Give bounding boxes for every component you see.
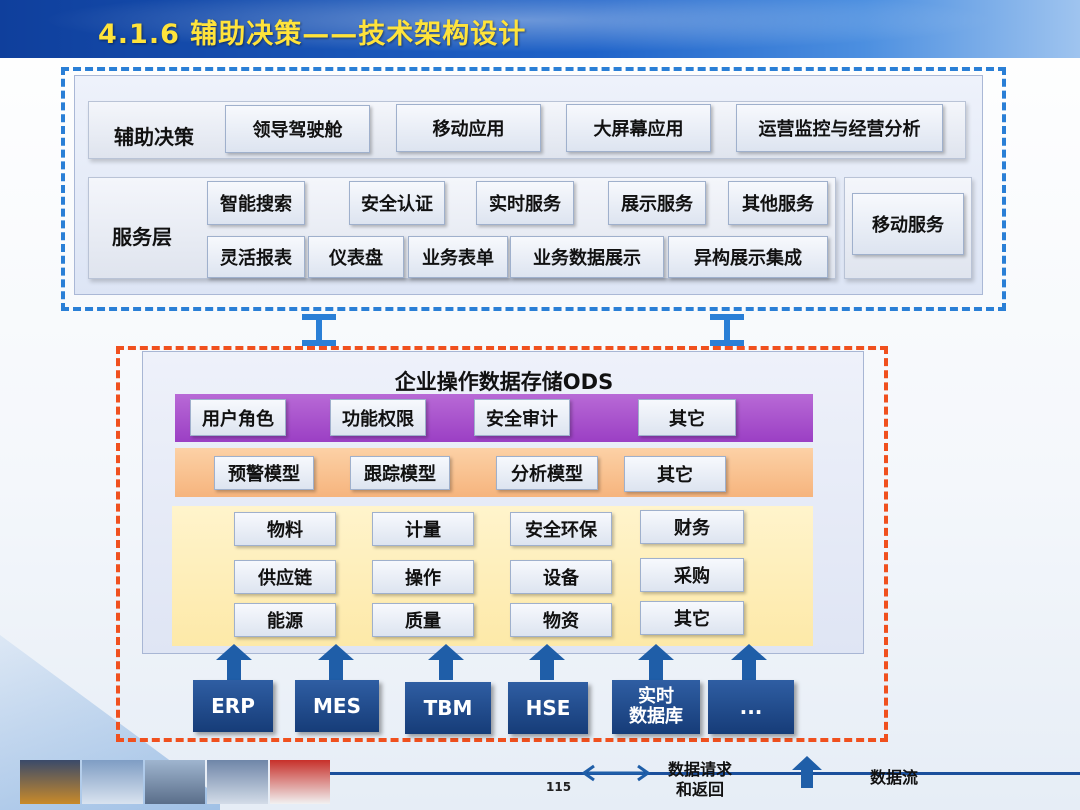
connector-right xyxy=(710,314,744,346)
service-item[interactable]: 仪表盘 xyxy=(308,236,404,278)
source-realtime-db[interactable]: 实时 数据库 xyxy=(612,680,700,734)
service-item[interactable]: 异构展示集成 xyxy=(668,236,828,278)
mobile-service-button[interactable]: 移动服务 xyxy=(852,193,964,255)
ods-dashed-frame xyxy=(116,346,888,742)
security-item[interactable]: 其它 xyxy=(638,399,736,436)
data-item[interactable]: 财务 xyxy=(640,510,744,544)
decision-item[interactable]: 运营监控与经营分析 xyxy=(736,104,943,152)
slide-title: 4.1.6 辅助决策——技术架构设计 xyxy=(98,19,527,50)
footer-bar xyxy=(330,772,1080,775)
data-item[interactable]: 计量 xyxy=(372,512,474,546)
decision-item[interactable]: 大屏幕应用 xyxy=(566,104,711,152)
model-item[interactable]: 跟踪模型 xyxy=(350,456,450,490)
data-item[interactable]: 其它 xyxy=(640,601,744,635)
decision-item[interactable]: 领导驾驶舱 xyxy=(225,105,370,153)
data-item[interactable]: 质量 xyxy=(372,603,474,637)
source-mes[interactable]: MES xyxy=(295,680,379,732)
footer-photo-strip xyxy=(20,760,331,804)
security-item[interactable]: 安全审计 xyxy=(474,399,570,436)
source-hse[interactable]: HSE xyxy=(508,682,588,734)
legend-request: 数据请求 和返回 xyxy=(668,760,733,799)
service-item[interactable]: 安全认证 xyxy=(349,181,445,225)
service-item[interactable]: 其他服务 xyxy=(728,181,828,225)
up-arrow-icon xyxy=(216,644,252,680)
service-label: 服务层 xyxy=(112,225,172,249)
up-arrow-icon xyxy=(638,644,674,680)
data-item[interactable]: 能源 xyxy=(234,603,336,637)
model-item[interactable]: 其它 xyxy=(624,456,726,492)
page-number: 115 xyxy=(546,780,572,794)
top-dashed-frame xyxy=(61,67,1006,311)
data-item[interactable]: 物资 xyxy=(510,603,612,637)
service-item[interactable]: 展示服务 xyxy=(608,181,706,225)
decision-label: 辅助决策 xyxy=(114,125,194,149)
model-item[interactable]: 预警模型 xyxy=(214,456,314,490)
up-arrow-icon xyxy=(318,644,354,680)
double-arrow-icon xyxy=(581,764,651,782)
header-band xyxy=(0,0,1080,58)
service-item[interactable]: 业务表单 xyxy=(408,236,508,278)
header-glow xyxy=(0,0,1080,58)
security-item[interactable]: 功能权限 xyxy=(330,399,426,436)
service-item[interactable]: 灵活报表 xyxy=(207,236,305,278)
legend-flow: 数据流 xyxy=(870,768,919,787)
up-arrow-icon xyxy=(529,644,565,680)
service-item[interactable]: 智能搜索 xyxy=(207,181,305,225)
source-erp[interactable]: ERP xyxy=(193,680,273,732)
data-item[interactable]: 采购 xyxy=(640,558,744,592)
source-tbm[interactable]: TBM xyxy=(405,682,491,734)
service-item[interactable]: 业务数据展示 xyxy=(510,236,664,278)
model-item[interactable]: 分析模型 xyxy=(496,456,598,490)
data-item[interactable]: 安全环保 xyxy=(510,512,612,546)
data-item[interactable]: 供应链 xyxy=(234,560,336,594)
security-item[interactable]: 用户角色 xyxy=(190,399,286,436)
source-others[interactable]: ... xyxy=(708,680,794,734)
connector-left xyxy=(302,314,336,346)
decision-item[interactable]: 移动应用 xyxy=(396,104,541,152)
service-item[interactable]: 实时服务 xyxy=(476,181,574,225)
data-item[interactable]: 物料 xyxy=(234,512,336,546)
data-item[interactable]: 设备 xyxy=(510,560,612,594)
up-arrow-icon xyxy=(428,644,464,680)
data-item[interactable]: 操作 xyxy=(372,560,474,594)
ods-title: 企业操作数据存储ODS xyxy=(394,370,614,394)
legend-up-arrow-icon xyxy=(792,756,822,788)
up-arrow-icon xyxy=(731,644,767,680)
